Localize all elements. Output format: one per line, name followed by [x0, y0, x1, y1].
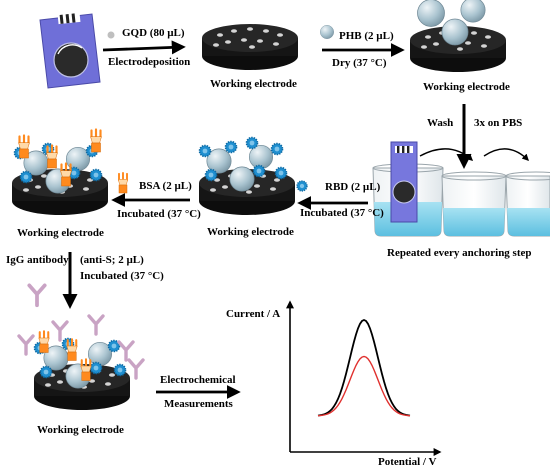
series-curve-1: [317, 318, 411, 417]
working-electrode-1: [202, 24, 298, 70]
rbd-icon: [296, 180, 308, 192]
screen-printed-electrode: [39, 12, 101, 89]
electrodeposition-label: Electrodeposition: [108, 56, 191, 68]
gqd-icon: [107, 31, 115, 39]
working-electrode-4: [12, 128, 108, 215]
dry-label: Dry (37 °C): [332, 57, 387, 69]
voltammogram-chart: [286, 300, 442, 456]
working-electrode-3-label: Working electrode: [207, 226, 294, 238]
gqd-label: GQD (80 µL): [122, 27, 185, 39]
wash-detail-label: 3x on PBS: [474, 117, 523, 129]
working-electrode-2-label: Working electrode: [423, 81, 510, 93]
bsa-label: BSA (2 µL): [139, 180, 192, 192]
arrow-step-1: [102, 40, 186, 55]
phb-icon: [320, 25, 334, 39]
working-electrode-5: [17, 314, 145, 410]
wash-label: Wash: [427, 117, 454, 129]
working-electrode-3: [198, 136, 295, 215]
repeat-note-label: Repeated every anchoring step: [387, 247, 532, 259]
working-electrode-1-label: Working electrode: [210, 78, 297, 90]
anti-s-label: (anti-S; 2 µL): [80, 254, 144, 266]
antibody-icon: [27, 283, 47, 308]
rbd-incubation-label: Incubated (37 °C): [300, 207, 384, 219]
bsa-icon: [117, 172, 129, 194]
wash-beakers: [372, 141, 550, 237]
working-electrode-2: [410, 0, 506, 72]
phb-label: PHB (2 µL): [339, 30, 394, 42]
x-axis-label: Potential / V: [378, 456, 437, 468]
igg-label: IgG antibody: [6, 254, 69, 266]
working-electrode-5-label: Working electrode: [37, 424, 124, 436]
bsa-incubation-label: Incubated (37 °C): [117, 208, 201, 220]
measurement-label-1: Electrochemical: [160, 374, 236, 386]
rbd-label: RBD (2 µL): [325, 181, 381, 193]
igg-incubation-label: Incubated (37 °C): [80, 270, 164, 282]
working-electrode-4-label: Working electrode: [17, 227, 104, 239]
measurement-label-2: Measurements: [164, 398, 233, 410]
series-curve-2: [317, 355, 411, 417]
y-axis-label: Current / A: [226, 308, 281, 320]
